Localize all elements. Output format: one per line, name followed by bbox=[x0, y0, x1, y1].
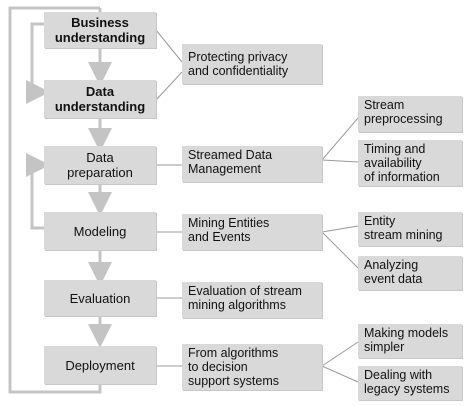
detail-timing-line3: of information bbox=[364, 170, 440, 184]
detail-analyze-line1: Analyzing bbox=[364, 258, 419, 272]
detail-pre-line1: Stream bbox=[364, 98, 405, 112]
inner-loop-1 bbox=[26, 22, 50, 104]
detail-legacy-line2: legacy systems bbox=[364, 382, 450, 396]
concern-streamed-line1: Streamed Data bbox=[188, 148, 273, 162]
detail-models-line1: Making models bbox=[364, 326, 449, 340]
concern-evaluation-stream: Evaluation of stream mining algorithms bbox=[182, 282, 322, 318]
link-business-privacy bbox=[155, 29, 183, 63]
detail-analyze-line2: event data bbox=[364, 272, 423, 286]
link-algorithms-models bbox=[321, 341, 359, 367]
phase-label-3b: preparation bbox=[67, 165, 133, 180]
concern-eval-line1: Evaluation of stream bbox=[188, 284, 302, 298]
feedback-loop-line bbox=[8, 6, 102, 394]
detail-entity-stream-mining: Entity stream mining bbox=[358, 212, 462, 246]
concern-eval-line2: mining algorithms bbox=[188, 298, 286, 312]
phase-label-4: Modeling bbox=[73, 223, 127, 239]
phase-modeling: Modeling bbox=[44, 212, 156, 250]
link-algorithms-legacy bbox=[321, 365, 359, 383]
link-streamed-timing bbox=[321, 159, 359, 163]
detail-timing: Timing and availability of information bbox=[358, 140, 462, 186]
detail-entity-line1: Entity bbox=[364, 214, 396, 228]
detail-legacy-systems: Dealing with legacy systems bbox=[358, 366, 462, 400]
phase-label-5: Evaluation bbox=[69, 290, 131, 306]
phase-label-3a: Data bbox=[86, 150, 114, 165]
inner-loop-2 bbox=[26, 153, 50, 230]
detail-models-simpler: Making models simpler bbox=[358, 324, 462, 358]
detail-pre-line2: preprocessing bbox=[364, 112, 443, 126]
concern-alg-line1: From algorithms bbox=[188, 346, 279, 360]
link-mining-analyzing bbox=[321, 231, 359, 269]
phase-label-2a: Data bbox=[85, 84, 115, 99]
concern-alg-line2: to decision bbox=[188, 360, 248, 374]
concern-streamed-line2: Management bbox=[188, 162, 261, 176]
detail-analyzing-event-data: Analyzing event data bbox=[358, 256, 462, 290]
concern-alg-line3: support systems bbox=[188, 374, 280, 388]
phase-label-1a: Business bbox=[71, 15, 129, 30]
phase-evaluation: Evaluation bbox=[44, 280, 156, 316]
link-data-privacy bbox=[155, 71, 183, 101]
phase-deployment: Deployment bbox=[44, 346, 156, 384]
detail-legacy-line1: Dealing with bbox=[364, 368, 433, 382]
concern-algorithms-dss: From algorithms to decision support syst… bbox=[182, 344, 322, 390]
concern-mining-entities: Mining Entities and Events bbox=[182, 214, 322, 250]
link-mining-entity bbox=[321, 225, 359, 233]
detail-timing-line1: Timing and bbox=[364, 142, 426, 156]
phase-label-1b: understanding bbox=[54, 30, 146, 45]
detail-stream-preprocessing: Stream preprocessing bbox=[358, 96, 462, 132]
phase-label-2b: understanding bbox=[54, 99, 146, 114]
detail-entity-line2: stream mining bbox=[364, 228, 443, 242]
concern-mining-line1: Mining Entities bbox=[188, 216, 270, 230]
concern-privacy-line2: and confidentiality bbox=[188, 64, 289, 78]
phase-label-6: Deployment bbox=[65, 357, 135, 373]
detail-models-line2: simpler bbox=[364, 340, 405, 354]
concern-mining-line2: and Events bbox=[188, 230, 251, 244]
link-streamed-preprocessing bbox=[321, 117, 359, 161]
concern-privacy: Protecting privacy and confidentiality bbox=[182, 44, 322, 84]
concern-streamed-data: Streamed Data Management bbox=[182, 146, 322, 182]
concern-privacy-line1: Protecting privacy bbox=[188, 50, 288, 64]
detail-timing-line2: availability bbox=[364, 156, 422, 170]
